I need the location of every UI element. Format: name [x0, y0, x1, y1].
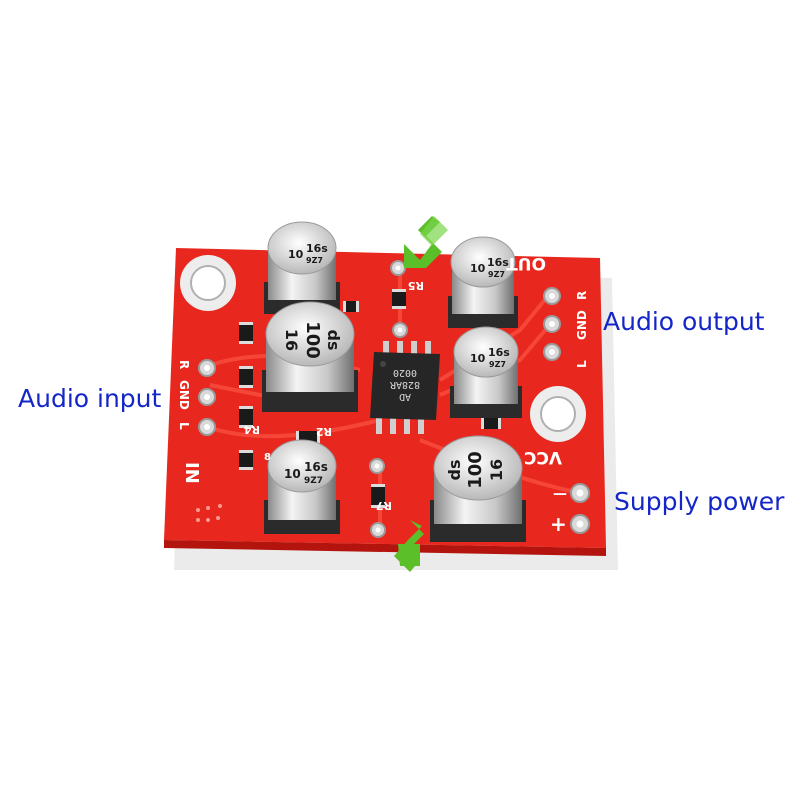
cap-brand: ds	[445, 460, 464, 481]
cap-voltage: 16	[282, 329, 301, 351]
small-capacitor-3: 10 16s 9Z7	[450, 326, 522, 418]
silk-r5: R5	[408, 279, 424, 292]
silk-plus: +	[550, 512, 567, 536]
arrow-up-icon	[394, 520, 424, 572]
pcb-edge	[164, 540, 606, 556]
cap-code: 9Z7	[304, 476, 323, 486]
audio-input-callout: Audio input	[18, 384, 162, 413]
cap-value: 10	[470, 262, 486, 275]
silk-output-l: L	[575, 360, 589, 368]
silk-input-r: R	[177, 360, 191, 369]
power-pads	[570, 483, 590, 534]
silk-r4: R4	[244, 423, 260, 436]
chip-marking-line2: 828AR	[389, 379, 420, 390]
via-pads	[369, 260, 408, 538]
cap-voltage: 16s	[304, 460, 328, 474]
audio-output-callout: Audio output	[603, 307, 765, 336]
silk-minus: —	[553, 486, 567, 502]
smd-resistors	[239, 289, 501, 508]
cap-voltage: 16	[487, 459, 506, 481]
cap-brand: ds	[324, 330, 343, 351]
output-pads	[543, 287, 561, 361]
chip-marking-line3: 0020	[393, 367, 417, 378]
silk-r2: R2	[316, 425, 332, 438]
silk-out: OUT	[506, 253, 546, 273]
cap-value: 10	[284, 467, 301, 481]
cap-value: 10	[288, 248, 304, 261]
cap-voltage: 16s	[487, 256, 509, 269]
cap-voltage: 16s	[306, 242, 328, 255]
cap-value: 100	[302, 321, 323, 359]
large-capacitor-1: ds 100 16	[262, 301, 358, 412]
cap-code: 9Z7	[488, 270, 505, 279]
small-capacitor-4: 10 16s 9Z7	[264, 439, 340, 534]
mounting-hole-right	[530, 386, 586, 442]
silk-vcc: VCC	[524, 447, 562, 467]
small-capacitor-2: 10 16s 9Z7	[448, 236, 518, 328]
mounting-hole-top-left	[180, 255, 236, 311]
silk-r8: 8	[264, 452, 271, 463]
cap-code: 9Z7	[306, 256, 323, 265]
large-capacitor-2: ds 100 16	[430, 435, 526, 542]
silk-input-gnd: GND	[177, 380, 191, 410]
silk-r7: R7	[376, 499, 392, 512]
op-amp-chip: AD 828AR 0020	[370, 341, 440, 434]
input-pads	[198, 359, 216, 436]
via-cluster	[196, 504, 222, 522]
cap-voltage: 16s	[488, 346, 510, 359]
supply-power-callout: Supply power	[614, 487, 785, 516]
silk-in: IN	[181, 462, 202, 484]
silk-input-l: L	[177, 422, 191, 430]
cap-value: 100	[465, 451, 486, 489]
silk-output-gnd: GND	[575, 310, 589, 340]
chip-marking-line1: AD	[399, 391, 411, 402]
silk-output-r: R	[575, 291, 589, 300]
cap-value: 10	[470, 352, 486, 365]
arrow-down-icon	[404, 216, 448, 268]
small-capacitor-1: 10 16s 9Z7	[264, 221, 340, 314]
cap-code: 9Z7	[489, 360, 506, 369]
